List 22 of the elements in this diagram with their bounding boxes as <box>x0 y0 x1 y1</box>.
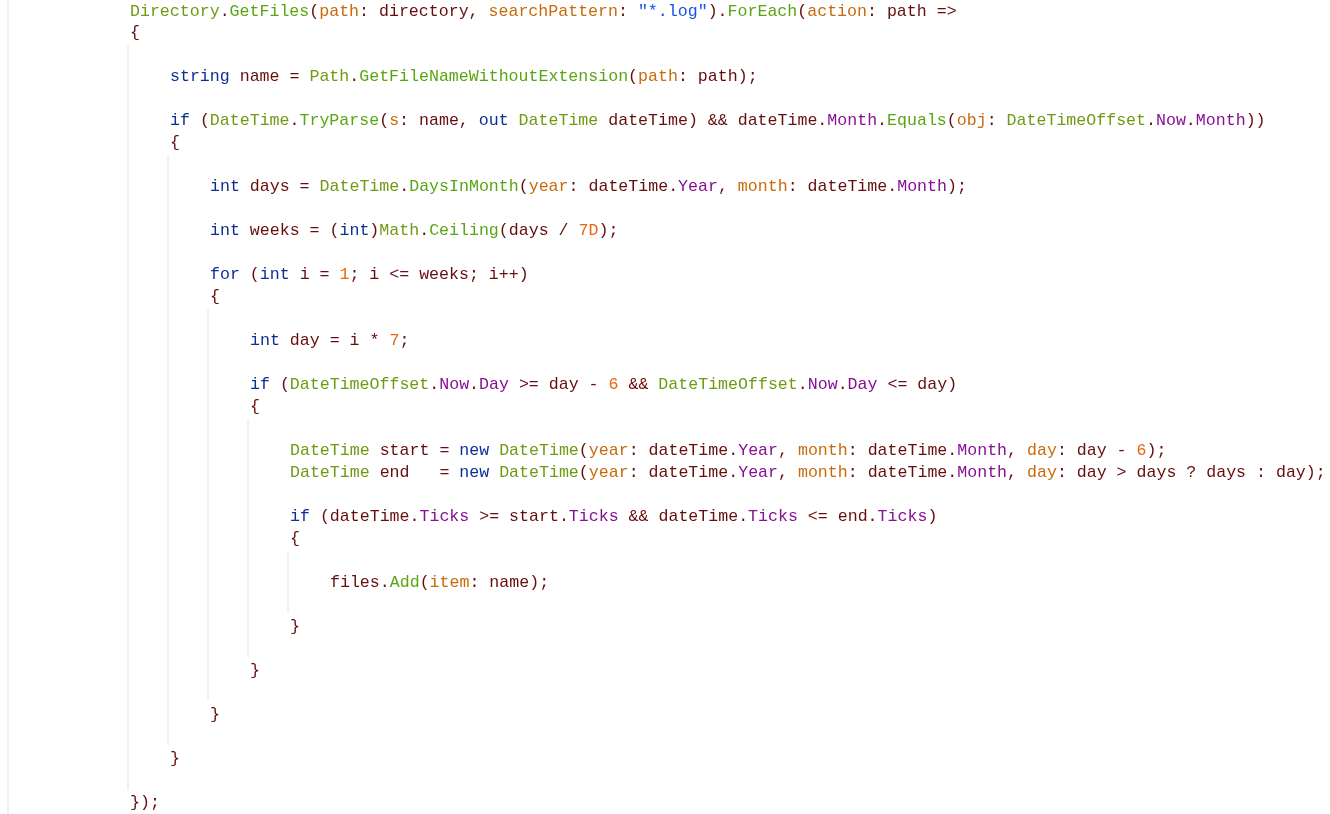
code-line: { <box>210 287 220 307</box>
code-line: int days = DateTime.DaysInMonth(year: dateTime.Year, month: dateTime.Month); <box>210 177 967 197</box>
code-line: { <box>170 133 180 153</box>
code-line: }); <box>130 793 160 813</box>
code-line: DateTime end = new DateTime(year: dateTime.Year, month: dateTime.Month, day: day > days ? days : day); <box>290 463 1326 483</box>
code-line: if (dateTime.Ticks >= start.Ticks && dateTime.Ticks <= end.Ticks) <box>290 507 938 527</box>
code-line: int day = i * 7; <box>250 331 410 351</box>
code-line: if (DateTimeOffset.Now.Day >= day - 6 && DateTimeOffset.Now.Day <= day) <box>250 375 958 395</box>
code-line: Directory.GetFiles(path: directory, searchPattern: "*.log").ForEach(action: path => <box>130 2 957 22</box>
code-line: for (int i = 1; i <= weeks; i++) <box>210 265 529 285</box>
code-line: if (DateTime.TryParse(s: name, out DateTime dateTime) && dateTime.Month.Equals(obj: DateTimeOffset.Now.Month)) <box>170 111 1266 131</box>
code-line: } <box>170 749 180 769</box>
code-line: { <box>250 397 260 417</box>
code-line: } <box>250 661 260 681</box>
code-line: int weeks = (int)Math.Ceiling(days / 7D); <box>210 221 619 241</box>
code-line: files.Add(item: name); <box>330 573 550 593</box>
code-line: } <box>290 617 300 637</box>
code-line: string name = Path.GetFileNameWithoutExtension(path: path); <box>170 67 758 87</box>
code-line: { <box>130 23 140 43</box>
code-line: { <box>290 529 300 549</box>
code-line: DateTime start = new DateTime(year: dateTime.Year, month: dateTime.Month, day: day - 6); <box>290 441 1167 461</box>
code-line: } <box>210 705 220 725</box>
